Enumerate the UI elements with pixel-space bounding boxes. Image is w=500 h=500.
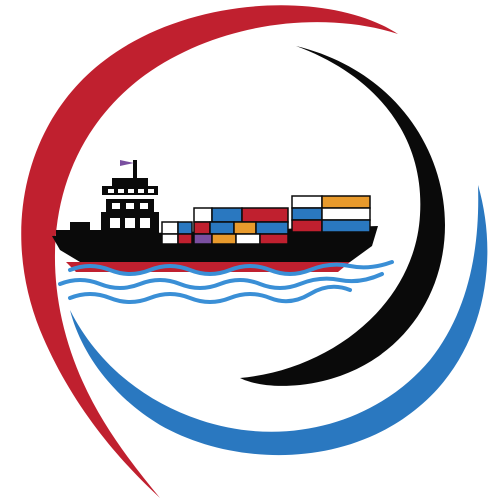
container-stacks: [161, 195, 371, 245]
waves: [58, 260, 394, 304]
container-ship: [52, 160, 378, 272]
hull-waterline: [66, 262, 350, 272]
ship-bridge: [101, 160, 159, 240]
black-swoosh: [240, 46, 445, 386]
flag-icon: [120, 160, 134, 166]
